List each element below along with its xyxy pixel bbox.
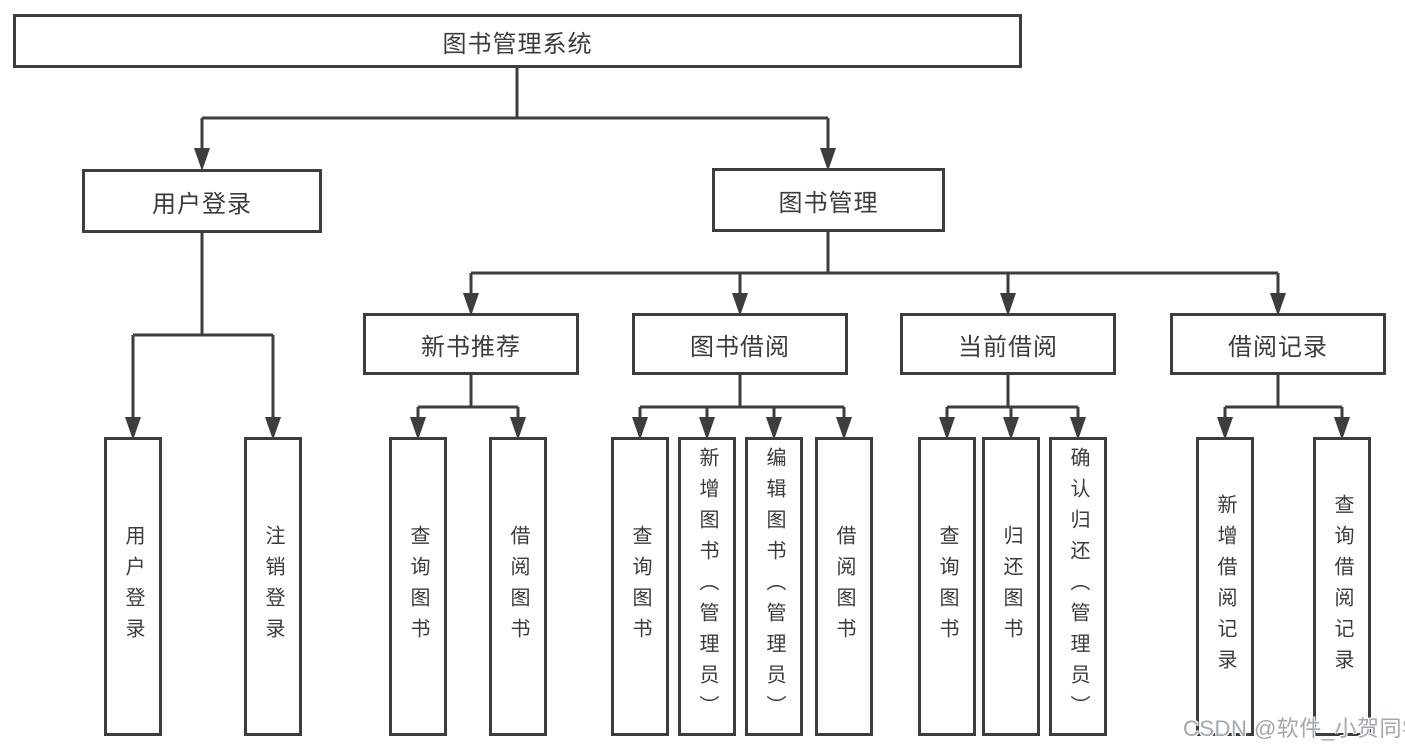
leaf-label: 查询借阅记录 <box>1331 493 1353 680</box>
leaf-add-books-admin: 新增图书（管理员） <box>678 437 736 736</box>
leaf-edit-books-admin: 编辑图书（管理员） <box>745 437 803 736</box>
node-library-management-system: 图书管理系统 <box>13 14 1022 68</box>
connector-new-book-split <box>416 375 520 418</box>
leaf-label: 查询图书 <box>629 524 651 649</box>
leaf-query-books-current: 查询图书 <box>918 437 976 736</box>
leaf-label: 新增图书（管理员） <box>696 447 718 726</box>
leaf-label: 查询图书 <box>407 524 429 649</box>
connector-current-borrowing-split <box>945 375 1080 418</box>
leaf-label: 确认归还（管理员） <box>1067 447 1089 726</box>
arrow-down-icon <box>194 148 210 171</box>
node-book-borrowing: 图书借阅 <box>632 313 848 375</box>
leaf-label: 注销登录 <box>262 524 284 649</box>
leaf-return-books: 归还图书 <box>982 437 1040 736</box>
leaf-label: 查询图书 <box>936 524 958 649</box>
leaf-borrow-books-recommend: 借阅图书 <box>489 437 547 736</box>
leaf-label: 归还图书 <box>1000 524 1022 649</box>
leaf-label: 借阅图书 <box>833 524 855 649</box>
connector-root-split <box>200 68 830 149</box>
leaf-label: 借阅图书 <box>507 524 529 649</box>
leaf-add-borrow-record: 新增借阅记录 <box>1196 437 1254 736</box>
leaf-logout: 注销登录 <box>244 437 302 736</box>
node-user-login: 用户登录 <box>82 169 322 233</box>
leaf-label: 新增借阅记录 <box>1214 493 1236 680</box>
connector-user-login-split <box>131 233 275 418</box>
connector-borrow-records-split <box>1223 375 1344 418</box>
node-new-book-recommend: 新书推荐 <box>363 313 579 375</box>
leaf-query-books-recommend: 查询图书 <box>389 437 447 736</box>
leaf-label: 用户登录 <box>122 524 144 649</box>
node-current-borrowing: 当前借阅 <box>900 313 1116 375</box>
leaf-confirm-return-admin: 确认归还（管理员） <box>1049 437 1107 736</box>
node-book-management: 图书管理 <box>712 168 945 232</box>
leaf-borrow-books: 借阅图书 <box>815 437 873 736</box>
connector-book-management-split <box>469 232 1280 293</box>
node-borrow-records: 借阅记录 <box>1170 313 1386 375</box>
csdn-watermark: CSDN @软件_小贺同学 <box>1183 716 1405 741</box>
leaf-label: 编辑图书（管理员） <box>763 447 785 726</box>
leaf-query-books-borrowing: 查询图书 <box>611 437 669 736</box>
connector-book-borrowing-split <box>638 375 846 418</box>
leaf-user-login: 用户登录 <box>104 437 162 736</box>
leaf-query-borrow-record: 查询借阅记录 <box>1313 437 1371 736</box>
